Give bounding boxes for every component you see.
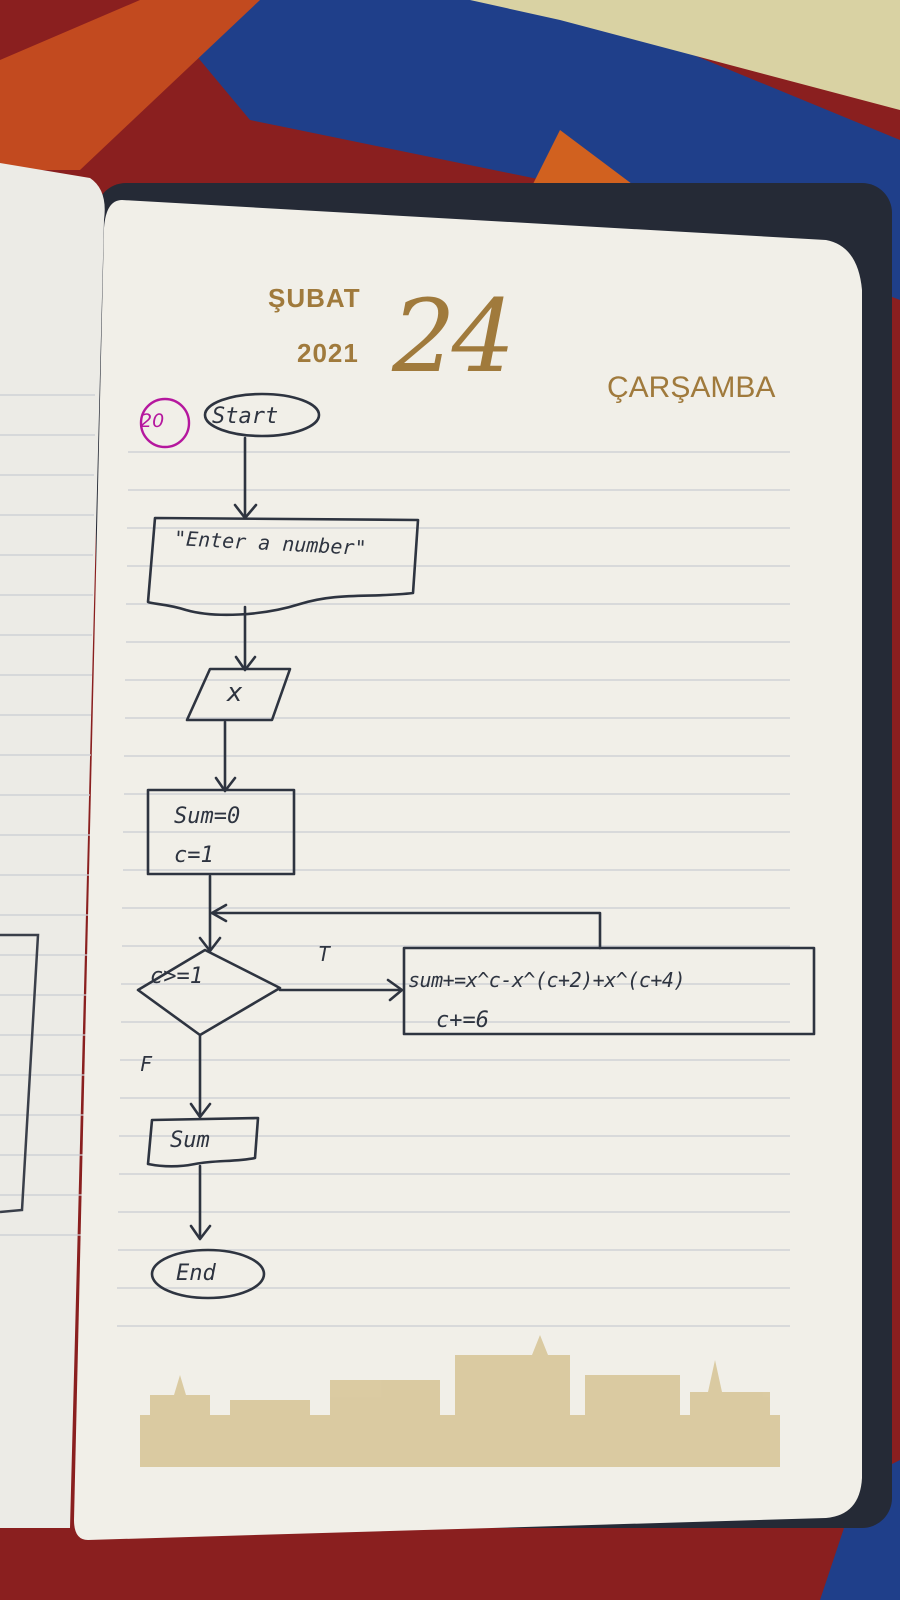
start-terminal [203,392,321,438]
month-label: ŞUBAT [268,283,361,313]
input-label: x [227,678,243,708]
arrowhead [198,936,222,953]
carpet-cream-band [470,0,900,110]
loop-body-increment: c+=6 [436,1008,489,1033]
weekday-label: ÇARŞAMBA [607,371,776,404]
input-parallelogram [185,667,292,722]
arrowhead [189,1102,212,1119]
init-label-counter: c=1 [174,843,214,868]
loop-body-formula: sum+=x^c-x^(c+2)+x^(c+4) [408,968,685,992]
year-label: 2021 [297,338,359,368]
init-process-box [146,788,296,876]
day-number: 24 [392,278,515,395]
arrowhead [386,978,404,1002]
flowchart [136,392,816,1300]
question-number: 20 [140,410,165,432]
question-number-circle [139,397,191,449]
loop-body-box [402,946,816,1036]
output-label: Sum [170,1128,210,1153]
left-page [0,163,105,1528]
carpet-orange-motif [0,0,260,170]
arrowhead [210,903,228,923]
output-display-box [146,1116,260,1168]
true-branch-label: T [318,942,331,966]
init-label-sum: Sum=0 [174,804,241,829]
left-page-rules [0,394,95,1236]
prompt-display-box [146,516,420,617]
start-label: Start [212,404,279,429]
ruled-lines [117,451,790,1327]
palace-skyline-illustration [140,1335,780,1467]
condition-label: c>=1 [150,964,203,989]
left-page-sketch [0,933,40,1214]
arrowhead [189,1224,212,1241]
false-branch-label: F [140,1052,153,1076]
end-label: End [176,1261,216,1286]
loop-back-line [210,911,602,950]
end-terminal [150,1248,266,1300]
